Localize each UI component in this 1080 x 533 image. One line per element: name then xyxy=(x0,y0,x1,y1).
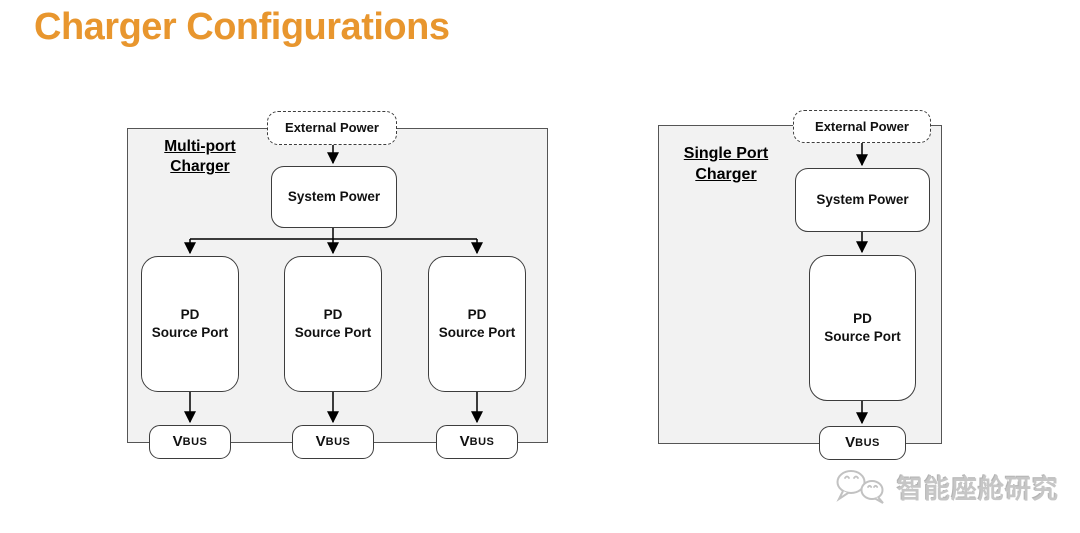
pd-source-port-box: PD Source Port xyxy=(284,256,382,392)
vbus-label: V xyxy=(459,432,470,450)
vbus-label: V xyxy=(845,433,856,451)
watermark-text: 智能座舱研究 xyxy=(897,473,1060,504)
pd-source-port-box: PD Source Port xyxy=(809,255,916,401)
pd-source-port-box: PD Source Port xyxy=(141,256,239,392)
system-power-box: System Power xyxy=(271,166,397,228)
watermark: 智能座舱研究 xyxy=(834,468,1059,506)
page-title: Charger Configurations xyxy=(34,6,450,48)
external-power-box: External Power xyxy=(793,110,931,143)
wechat-logo-icon xyxy=(836,470,884,504)
vbus-label: V xyxy=(172,432,183,450)
single-port-charger-label: Single Port Charger xyxy=(683,145,769,183)
multi-port-charger-label: Multi-port Charger xyxy=(164,138,236,176)
pd-source-port-box: PD Source Port xyxy=(428,256,526,392)
system-power-box: System Power xyxy=(795,168,930,232)
vbus-label: V xyxy=(315,432,326,450)
external-power-box: External Power xyxy=(267,111,397,145)
